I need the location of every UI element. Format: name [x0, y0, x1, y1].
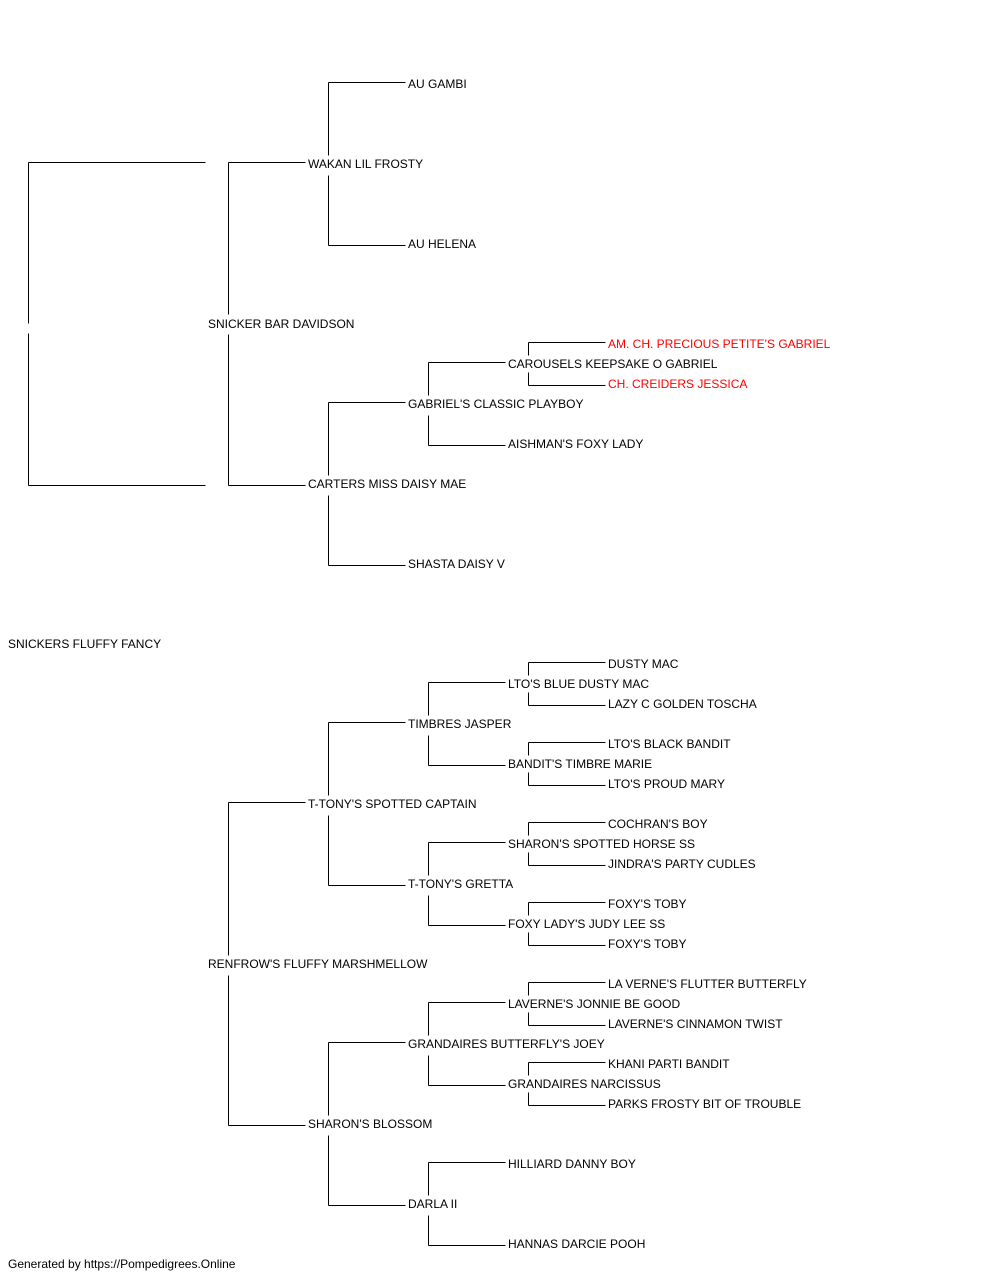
dam-dam-dam-name[interactable]: DARLA II [408, 1197, 460, 1211]
sire-dam-dam-name[interactable]: SHASTA DAISY V [408, 557, 507, 571]
dam-dam-sire-name[interactable]: GRANDAIRES BUTTERFLY'S JOEY [408, 1037, 607, 1051]
sire-name[interactable]: SNICKER BAR DAVIDSON [208, 317, 357, 331]
dam-sire-sire-dam-dam-name[interactable]: LTO'S PROUD MARY [608, 777, 727, 791]
dam-dam-sire-sire-dam-name[interactable]: LAVERNE'S CINNAMON TWIST [608, 1017, 785, 1031]
sire-sire-dam-name[interactable]: AU HELENA [408, 237, 479, 251]
sire-dam-sire-sire-dam-name[interactable]: CH. CREIDERS JESSICA [608, 377, 750, 391]
dam-sire-dam-dam-sire-name[interactable]: FOXY'S TOBY [608, 897, 689, 911]
dam-dam-dam-dam-name[interactable]: HANNAS DARCIE POOH [508, 1237, 648, 1251]
dam-sire-name[interactable]: T-TONY'S SPOTTED CAPTAIN [308, 797, 479, 811]
dam-sire-sire-dam-name[interactable]: BANDIT'S TIMBRE MARIE [508, 757, 655, 771]
dam-sire-sire-sire-dam-name[interactable]: LAZY C GOLDEN TOSCHA [608, 697, 759, 711]
dam-sire-sire-name[interactable]: TIMBRES JASPER [408, 717, 514, 731]
dam-sire-dam-name[interactable]: T-TONY'S GRETTA [408, 877, 516, 891]
sire-dam-sire-sire-sire-name[interactable]: AM. CH. PRECIOUS PETITE'S GABRIEL [608, 337, 833, 351]
dam-sire-dam-sire-dam-name[interactable]: JINDRA'S PARTY CUDLES [608, 857, 758, 871]
dam-sire-dam-sire-sire-name[interactable]: COCHRAN'S BOY [608, 817, 710, 831]
sire-dam-name[interactable]: CARTERS MISS DAISY MAE [308, 477, 469, 491]
dam-sire-sire-sire-name[interactable]: LTO'S BLUE DUSTY MAC [508, 677, 651, 691]
sire-dam-sire-sire-name[interactable]: CAROUSELS KEEPSAKE O GABRIEL [508, 357, 720, 371]
sire-sire-name[interactable]: WAKAN LIL FROSTY [308, 157, 426, 171]
dam-sire-dam-dam-name[interactable]: FOXY LADY'S JUDY LEE SS [508, 917, 668, 931]
dam-dam-sire-dam-sire-name[interactable]: KHANI PARTI BANDIT [608, 1057, 732, 1071]
dam-dam-sire-dam-dam-name[interactable]: PARKS FROSTY BIT OF TROUBLE [608, 1097, 804, 1111]
dam-sire-dam-sire-name[interactable]: SHARON'S SPOTTED HORSE SS [508, 837, 697, 851]
sire-dam-sire-name[interactable]: GABRIEL'S CLASSIC PLAYBOY [408, 397, 586, 411]
dam-dam-sire-sire-sire-name[interactable]: LA VERNE'S FLUTTER BUTTERFLY [608, 977, 809, 991]
dam-dam-sire-sire-name[interactable]: LAVERNE'S JONNIE BE GOOD [508, 997, 683, 1011]
dam-sire-dam-dam-dam-name[interactable]: FOXY'S TOBY [608, 937, 689, 951]
sire-sire-sire-name[interactable]: AU GAMBI [408, 77, 469, 91]
dam-name[interactable]: RENFROW'S FLUFFY MARSHMELLOW [208, 957, 430, 971]
dam-dam-name[interactable]: SHARON'S BLOSSOM [308, 1117, 435, 1131]
subject-name[interactable]: SNICKERS FLUFFY FANCY [8, 637, 164, 651]
dam-dam-dam-sire-name[interactable]: HILLIARD DANNY BOY [508, 1157, 638, 1171]
dam-sire-sire-dam-sire-name[interactable]: LTO'S BLACK BANDIT [608, 737, 733, 751]
dam-sire-sire-sire-sire-name[interactable]: DUSTY MAC [608, 657, 681, 671]
generated-by-footer: Generated by https://Pompedigrees.Online [8, 1257, 236, 1271]
sire-dam-sire-dam-name[interactable]: AISHMAN'S FOXY LADY [508, 437, 646, 451]
dam-dam-sire-dam-name[interactable]: GRANDAIRES NARCISSUS [508, 1077, 663, 1091]
